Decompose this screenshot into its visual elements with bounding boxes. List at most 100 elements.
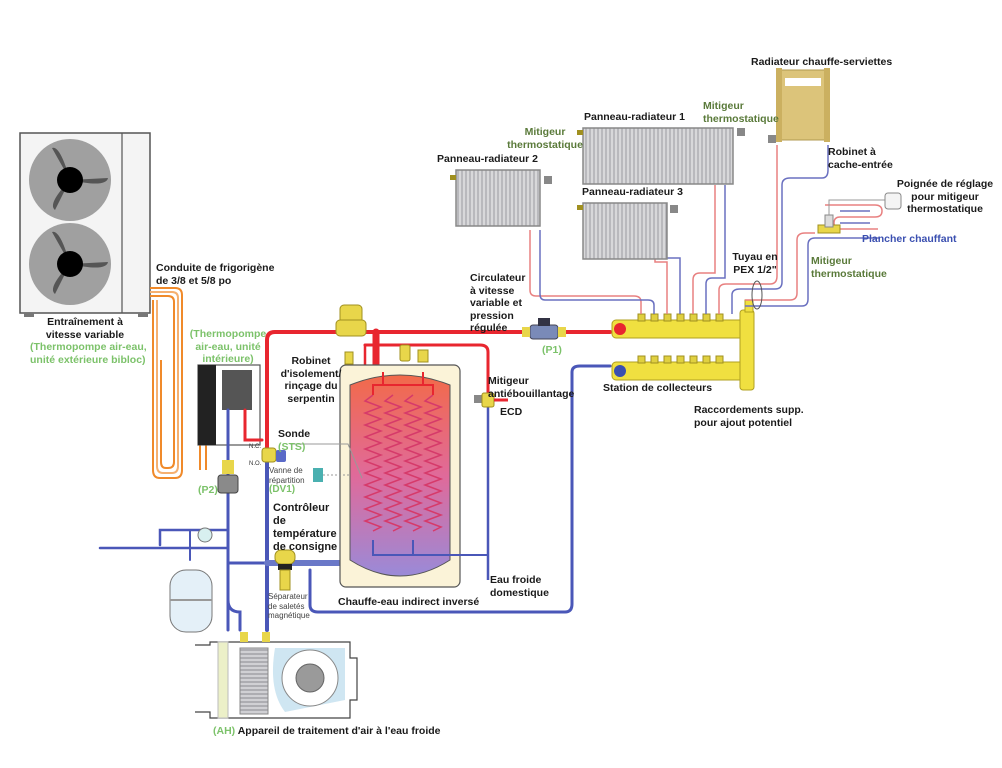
indirect-water-heater — [339, 364, 488, 588]
refrigerant-line-label: Conduite de frigorigène de 3/8 et 5/8 po — [156, 262, 274, 287]
refrigerant-lines — [150, 287, 183, 479]
diverter-valve-code: (DV1) — [269, 484, 296, 495]
pex-bundle-marker — [751, 280, 763, 310]
refrigerant-line2: de 3/8 et 5/8 po — [156, 274, 232, 287]
water-heater-label: Chauffe-eau indirect inversé — [338, 596, 480, 608]
thermostatic-valve-label-c: Mitigeur thermostatique — [811, 255, 887, 280]
tv-c-line2: thermostatique — [811, 267, 887, 280]
dirt-separator-label: Séparateur de saletés magnétique — [268, 592, 310, 621]
outdoor-unit-line2: vitesse variable — [45, 328, 125, 341]
thermostatic-valve-label-b: Mitigeur thermostatique — [703, 100, 779, 125]
sensor-label: Sonde (STS) — [278, 428, 310, 453]
tv-c-line1: Mitigeur — [811, 255, 852, 267]
adjust-knob-icon — [884, 192, 902, 210]
setpoint-controller-label: Contrôleur de température de consigne — [273, 502, 337, 554]
indoor-unit-line3: intérieure) — [202, 353, 254, 365]
expansion-tank — [169, 569, 213, 633]
dhw-label: ECD — [500, 406, 523, 418]
air-handler — [195, 632, 358, 719]
manifold-station — [611, 299, 755, 391]
diverter-valve-dv1 — [261, 447, 286, 463]
anti-scald-label: Mitigeur antiébouillantage — [488, 375, 574, 400]
adjust-knob-line1: Poignée de réglage — [896, 178, 994, 190]
heat-exchanger-coil — [362, 372, 488, 556]
fan-icon — [29, 139, 111, 221]
outdoor-unit-sub2: unité extérieure bibloc) — [30, 353, 146, 366]
panel-radiator-2 — [450, 169, 552, 227]
tv-a-line2: thermostatique — [507, 138, 583, 151]
circulator-line3: variable et — [470, 297, 522, 309]
manifold-station-label: Station de collecteurs — [603, 382, 713, 394]
adjust-knob-line3: thermostatique — [907, 203, 983, 215]
lockshield-line1: Robinet à — [828, 146, 876, 158]
adjust-knob-line2: pour mitigeur — [911, 190, 979, 203]
circulator-line1: Circulateur — [470, 272, 526, 284]
panel-radiator-1 — [577, 127, 745, 185]
panel-radiator-3 — [577, 202, 678, 260]
indoor-unit-label: (Thermopompe air-eau, unité intérieure) — [188, 328, 268, 366]
extra-connections-line2: pour ajout potentiel — [694, 416, 792, 429]
setpoint-line3: température — [273, 528, 337, 540]
outdoor-unit-label: Entraînement à vitesse variable (Thermop… — [30, 316, 147, 366]
dirt-separator-line2: de saletés — [268, 601, 305, 611]
setpoint-line2: de — [273, 515, 286, 527]
circulator-line5: régulée — [470, 322, 508, 334]
air-separator — [335, 304, 367, 337]
radiant-floor-label: Plancher chauffant — [862, 233, 957, 245]
no-label: N.O. — [249, 461, 262, 467]
anti-scald-line1: Mitigeur — [488, 375, 529, 387]
floor-thermostatic-valve — [817, 199, 885, 234]
air-handler-code: (AH) — [213, 725, 236, 737]
pressure-gauge-icon — [197, 527, 213, 543]
lockshield-valve-label: Robinet à cache-entrée — [828, 146, 893, 171]
outdoor-unit-line1: Entraînement à — [47, 316, 123, 328]
adjust-knob-label: Poignée de réglage pour mitigeur thermos… — [890, 178, 1000, 216]
thermostatic-valve-label-a: Mitigeur thermostatique — [505, 126, 585, 151]
cold-water-label: Eau froide domestique — [490, 574, 549, 599]
red-ball-valve-icon — [614, 323, 626, 335]
p1-label: (P1) — [542, 344, 562, 356]
sensor-title: Sonde — [278, 428, 311, 440]
pex-line1: Tuyau en — [732, 251, 778, 263]
dirt-separator-line3: magnétique — [268, 611, 310, 620]
vents-on-tank — [344, 344, 429, 365]
air-handler-label: (AH) Appareil de traitement d'air à l'ea… — [213, 725, 441, 738]
diverter-valve-label: Vanne de répartition (DV1) — [269, 466, 305, 495]
extra-connections-line1: Raccordements supp. — [694, 404, 804, 416]
cold-water-line1: Eau froide — [490, 574, 542, 586]
pex-tube-label: Tuyau en PEX 1/2" — [730, 251, 780, 276]
outdoor-unit — [19, 132, 151, 317]
panel-radiator-2-label: Panneau-radiateur 2 — [437, 153, 538, 165]
setpoint-line4: de consigne — [273, 541, 338, 553]
sensor-code: (STS) — [278, 440, 306, 453]
isolation-valve-label: Robinet d'isolement/ rinçage du serpenti… — [276, 355, 346, 405]
circulator-label: Circulateur à vitesse variable et pressi… — [470, 272, 525, 335]
p2-label: (P2) — [198, 484, 218, 496]
tv-b-line1: Mitigeur — [703, 100, 744, 112]
isolation-valve-line3: rinçage du — [284, 380, 338, 392]
circulator-p1 — [522, 318, 566, 340]
pex-line2: PEX 1/2" — [733, 263, 777, 276]
blue-ball-valve-icon — [614, 365, 626, 377]
setpoint-line1: Contrôleur — [273, 502, 330, 514]
sts-pointer — [290, 443, 363, 479]
circulator-line4: pression — [470, 309, 514, 322]
towel-radiator-label: Radiateur chauffe-serviettes — [751, 56, 893, 68]
indoor-unit-line1: (Thermopompe — [189, 328, 267, 340]
panel-radiator-1-label: Panneau-radiateur 1 — [584, 111, 685, 123]
isolation-valve-line2: d'isolement/ — [280, 367, 342, 380]
outdoor-unit-sub1: (Thermopompe air-eau, — [30, 341, 147, 353]
fan-icon — [29, 223, 111, 305]
cold-water-line2: domestique — [490, 586, 549, 599]
dirt-separator-line1: Séparateur — [268, 592, 308, 601]
indoor-heat-pump-unit — [197, 364, 261, 446]
extra-connections-label: Raccordements supp. pour ajout potentiel — [694, 404, 804, 429]
nc-label: N.C. — [249, 444, 261, 450]
circulator-line2: à vitesse — [470, 284, 515, 297]
diverter-valve-line1: Vanne de — [269, 466, 303, 475]
supply-piping — [243, 328, 612, 462]
diverter-valve-line2: répartition — [269, 475, 305, 485]
indoor-unit-line2: air-eau, unité — [195, 340, 261, 353]
circulator-p2 — [217, 460, 239, 494]
